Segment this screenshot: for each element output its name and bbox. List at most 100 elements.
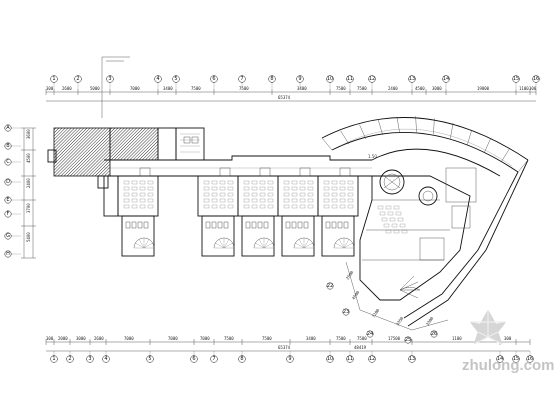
stair-tread <box>143 242 153 249</box>
axis-bubble <box>404 336 412 344</box>
desk <box>299 198 306 203</box>
desk <box>203 192 210 197</box>
axis-label: 14 <box>497 356 503 362</box>
desk <box>147 198 154 203</box>
stair-tread <box>135 242 145 249</box>
axis-bubble <box>50 355 58 363</box>
desk <box>147 192 154 197</box>
axis-label: 3 <box>108 76 111 82</box>
dimension-text: 7200 <box>371 307 381 318</box>
stair-tread <box>218 239 225 249</box>
desk <box>243 198 250 203</box>
stair-tread <box>138 239 145 249</box>
desk <box>347 198 354 203</box>
stair-tread <box>263 239 270 249</box>
classroom-unit <box>277 167 319 257</box>
curved-rib <box>517 159 529 173</box>
axis-bubble <box>512 75 520 83</box>
axis-label: 5 <box>174 76 177 82</box>
desk <box>267 198 274 203</box>
unit-lower-wall <box>241 215 275 257</box>
fixture <box>251 221 257 229</box>
fixture <box>331 221 337 229</box>
axis-bubble <box>532 75 540 83</box>
desk <box>381 217 388 222</box>
dimension-text: 300 <box>46 86 54 91</box>
desk <box>385 229 392 234</box>
desk <box>291 198 298 203</box>
dimension-text: 300 <box>46 336 54 341</box>
stair-tread <box>258 239 265 249</box>
desk <box>267 192 274 197</box>
curved-rib <box>483 138 491 153</box>
axis-bubble <box>4 210 12 218</box>
desk <box>397 217 404 222</box>
desk <box>323 198 330 203</box>
desk <box>203 198 210 203</box>
axis-bubble <box>210 75 218 83</box>
desk <box>347 180 354 185</box>
axis-label: C <box>6 159 10 165</box>
dimension-text: 3300 <box>425 315 435 326</box>
axis-bubble <box>86 355 94 363</box>
stair-tread <box>143 239 150 249</box>
dimension-text: 7500 <box>357 336 367 341</box>
axis-bubble <box>238 355 246 363</box>
desk <box>243 192 250 197</box>
axis-label: G <box>6 233 10 239</box>
curved-rib <box>433 118 435 135</box>
dimension-text: 3400 <box>163 86 173 91</box>
desk <box>131 186 138 191</box>
axis-label: 14 <box>443 76 449 82</box>
desk <box>339 180 346 185</box>
desk <box>331 198 338 203</box>
desk <box>251 204 258 209</box>
desk <box>251 186 258 191</box>
entry-box <box>339 167 351 177</box>
desk <box>323 204 330 209</box>
unit-wall <box>103 175 119 217</box>
desk <box>139 186 146 191</box>
axis-label: 5 <box>148 356 151 362</box>
desk <box>147 180 154 185</box>
desk <box>227 204 234 209</box>
desk <box>131 198 138 203</box>
curved-rib <box>467 129 473 145</box>
watermark-text: zhulong.com <box>462 357 555 374</box>
watermark-logo <box>469 309 507 345</box>
desk <box>211 204 218 209</box>
dimension-text: 17500 <box>388 336 401 341</box>
desk <box>147 204 154 209</box>
desk <box>251 198 258 203</box>
axis-bubble <box>326 75 334 83</box>
desk <box>323 186 330 191</box>
axis-label: 13 <box>409 356 415 362</box>
dimension-text: 3400 <box>306 336 316 341</box>
desk <box>227 192 234 197</box>
axis-label: 24 <box>367 331 373 337</box>
dimension-text: 3600 <box>26 129 31 139</box>
desk <box>267 204 274 209</box>
axis-bubble <box>296 75 304 83</box>
desk <box>393 205 400 210</box>
bottom-total-dimension: 65374 <box>278 345 291 350</box>
desk <box>283 198 290 203</box>
desk <box>307 180 314 185</box>
desk <box>347 186 354 191</box>
axis-bubble <box>430 330 438 338</box>
entry-box <box>299 167 311 177</box>
axis-bubble <box>102 355 110 363</box>
unit-lower-wall <box>121 215 155 257</box>
curved-rib <box>340 130 350 145</box>
dimension-text: 2400 <box>388 86 398 91</box>
desk <box>203 204 210 209</box>
axis-bubble <box>238 75 246 83</box>
stair-tread <box>223 242 233 249</box>
desk <box>227 180 234 185</box>
top-total-dimension: 65374 <box>278 95 291 100</box>
dimension-text: 300 <box>504 336 512 341</box>
fixture <box>211 221 217 229</box>
